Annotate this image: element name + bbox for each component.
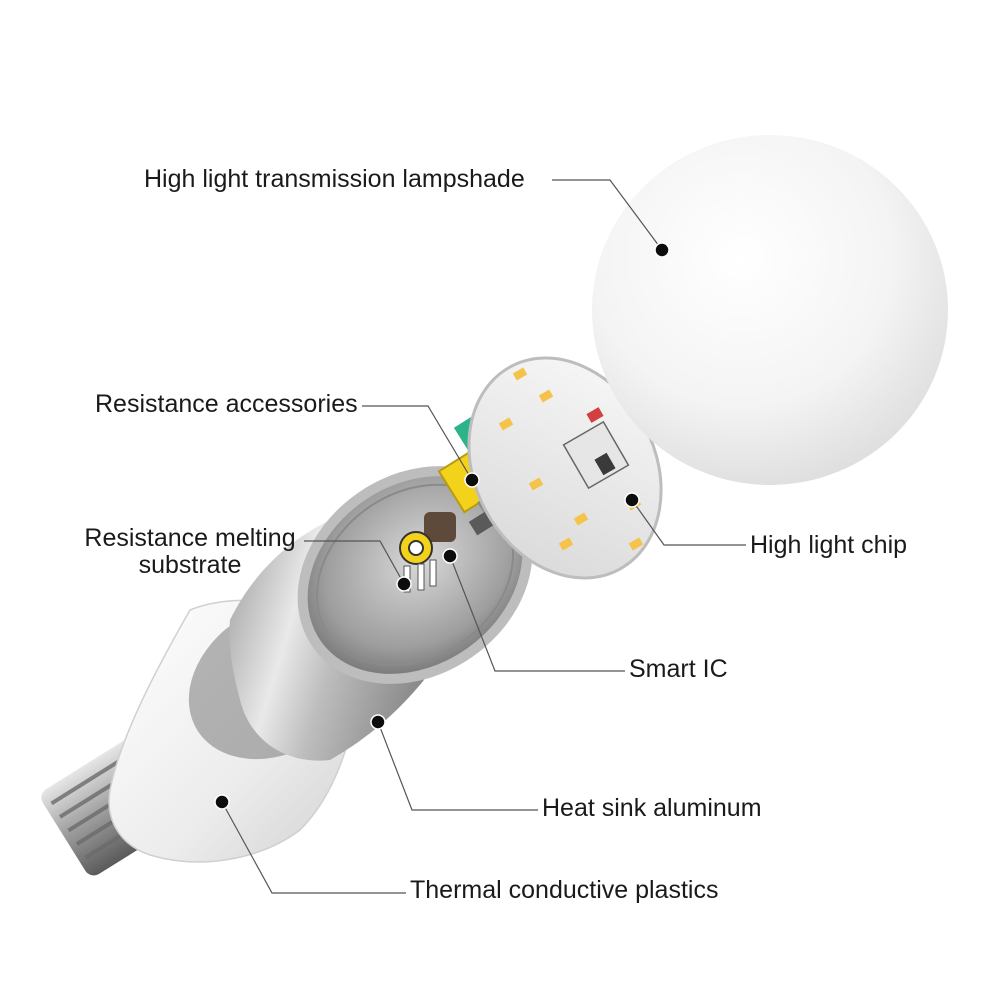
lampshade-marker — [654, 242, 670, 258]
label-resistance-melting-substrate: Resistance melting substrate — [79, 525, 301, 579]
label-smart-ic: Smart IC — [629, 655, 728, 683]
label-heat-sink-aluminum: Heat sink aluminum — [542, 794, 762, 822]
marker-dots — [214, 242, 670, 810]
leader-lines — [221, 179, 746, 894]
thermal-plastics-marker — [214, 794, 230, 810]
melting-substrate-marker — [396, 576, 412, 592]
lampshade-dome — [592, 135, 948, 485]
label-resistance-melting-line2: substrate — [138, 551, 242, 579]
label-lampshade: High light transmission lampshade — [144, 165, 525, 193]
smart-ic-marker — [442, 548, 458, 564]
label-thermal-conductive-plastics: Thermal conductive plastics — [410, 876, 719, 904]
label-resistance-accessories: Resistance accessories — [95, 390, 358, 418]
high-light-chip-marker — [624, 492, 640, 508]
label-high-light-chip: High light chip — [750, 531, 908, 559]
label-resistance-melting-line1: Resistance melting — [84, 524, 296, 552]
heat-sink-marker — [370, 714, 386, 730]
resistance-accessories-marker — [464, 472, 480, 488]
